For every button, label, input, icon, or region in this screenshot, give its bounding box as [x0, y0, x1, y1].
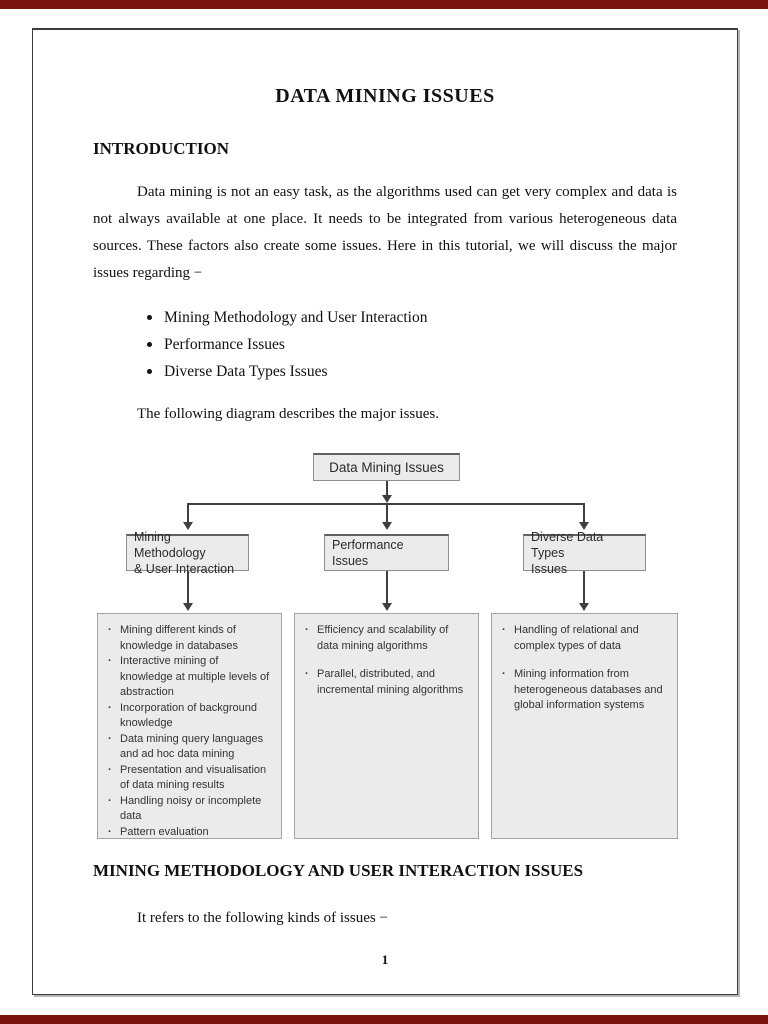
arrow-down-icon — [382, 522, 392, 530]
bullet-item: Diverse Data Types Issues — [146, 362, 677, 382]
connector-rail — [187, 503, 585, 505]
bullet-item: Performance Issues — [146, 335, 677, 355]
issue-item: Data mining query languages and ad hoc d… — [106, 732, 273, 763]
connector-line — [583, 571, 585, 603]
arrow-down-icon — [183, 522, 193, 530]
diagram-root-node: Data Mining Issues — [313, 453, 460, 481]
document-title: DATA MINING ISSUES — [275, 85, 495, 107]
document-page: DATA MINING ISSUES INTRODUCTION Data min… — [32, 28, 738, 995]
diagram-lead-paragraph: The following diagram describes the majo… — [137, 406, 440, 422]
issue-item: Handling noisy or incomplete data — [106, 794, 273, 825]
issue-list-diverse-data-types: Handling of relational and complex types… — [491, 613, 678, 839]
arrow-down-icon — [382, 495, 392, 503]
connector-line — [386, 481, 388, 495]
issue-item: Pattern evaluation — [106, 825, 273, 841]
issues-diagram: Data Mining Issues Mining Methodology & … — [33, 445, 737, 840]
introduction-paragraph: Data mining is not an easy task, as the … — [93, 184, 677, 281]
arrow-down-icon — [579, 603, 589, 611]
issue-item: Mining different kinds of knowledge in d… — [106, 623, 273, 654]
mining-methodology-paragraph: It refers to the following kinds of issu… — [137, 910, 388, 926]
viewer-top-bar — [0, 0, 768, 9]
arrow-down-icon — [183, 603, 193, 611]
issue-list: Efficiency and scalability of data minin… — [303, 623, 470, 698]
bullet-item: Mining Methodology and User Interaction — [146, 308, 677, 328]
arrow-down-icon — [382, 603, 392, 611]
issue-list: Mining different kinds of knowledge in d… — [106, 623, 273, 840]
connector-line — [386, 505, 388, 522]
issue-item: Interactive mining of knowledge at multi… — [106, 654, 273, 701]
issue-list-mining-methodology: Mining different kinds of knowledge in d… — [97, 613, 282, 840]
issue-list: Handling of relational and complex types… — [500, 623, 669, 714]
issue-item: Handling of relational and complex types… — [500, 623, 669, 654]
branch-label-performance: Performance Issues — [324, 534, 449, 571]
arrow-down-icon — [579, 522, 589, 530]
connector-line — [187, 571, 189, 603]
connector-line — [583, 505, 585, 522]
issue-item: Efficiency and scalability of data minin… — [303, 623, 470, 654]
connector-line — [386, 571, 388, 603]
connector-line — [187, 505, 189, 522]
mining-methodology-heading: MINING METHODOLOGY AND USER INTERACTION … — [93, 861, 584, 880]
issue-item: Parallel, distributed, and incremental m… — [303, 667, 470, 698]
issues-bullet-list: Mining Methodology and User Interaction … — [146, 308, 677, 382]
page-number: 1 — [381, 952, 389, 967]
branch-label-mining-methodology: Mining Methodology & User Interaction — [126, 530, 249, 576]
introduction-heading: INTRODUCTION — [93, 139, 230, 158]
branch-label-diverse-data-types: Diverse Data Types Issues — [523, 530, 646, 576]
issue-item: Incorporation of background knowledge — [106, 701, 273, 732]
issue-list-performance: Efficiency and scalability of data minin… — [294, 613, 479, 839]
issue-item: Presentation and visualisation of data m… — [106, 763, 273, 794]
issue-item: Mining information from heterogeneous da… — [500, 667, 669, 714]
viewer-bottom-bar — [0, 1015, 768, 1024]
